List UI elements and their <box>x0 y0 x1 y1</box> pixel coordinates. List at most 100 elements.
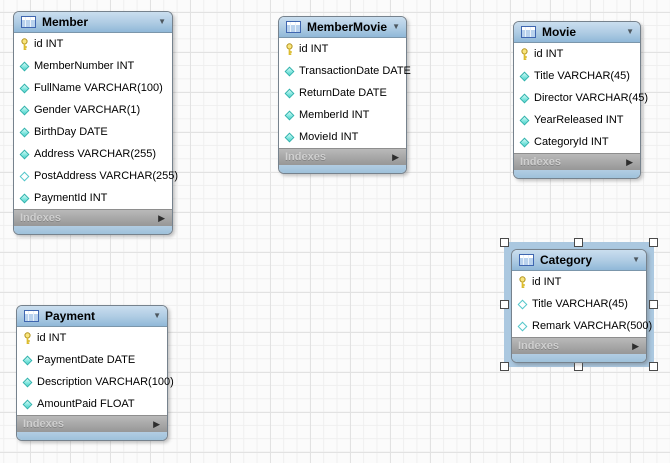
table-member[interactable]: Member ▼ id INT MemberNumber INT FullNam… <box>13 11 178 235</box>
column-row[interactable]: id INT <box>279 38 406 60</box>
table-header-member[interactable]: Member ▼ <box>14 12 172 33</box>
column-row[interactable]: PaymentId INT <box>14 187 172 209</box>
column-row[interactable]: Gender VARCHAR(1) <box>14 99 172 121</box>
collapse-arrow-icon[interactable]: ▼ <box>626 27 634 36</box>
column-label: PaymentDate DATE <box>37 354 136 366</box>
collapse-arrow-icon[interactable]: ▼ <box>158 17 166 26</box>
column-row[interactable]: BirthDay DATE <box>14 121 172 143</box>
collapse-arrow-icon[interactable]: ▼ <box>632 255 640 264</box>
column-label: BirthDay DATE <box>34 126 108 138</box>
table-icon <box>521 26 536 38</box>
selection-handle-nw[interactable] <box>500 238 509 247</box>
column-row[interactable]: MovieId INT <box>279 126 406 148</box>
column-row[interactable]: TransactionDate DATE <box>279 60 411 82</box>
table-category[interactable]: Category ▼ id INT Title VARCHAR(45) Rema… <box>511 249 652 363</box>
table-footer <box>512 354 646 362</box>
table-footer <box>14 226 172 234</box>
expand-arrow-icon[interactable]: ▶ <box>392 151 399 162</box>
selection-handle-sw[interactable] <box>500 362 509 371</box>
column-label: Address VARCHAR(255) <box>34 148 157 160</box>
expand-arrow-icon[interactable]: ▶ <box>632 340 639 351</box>
column-row[interactable]: FullName VARCHAR(100) <box>14 77 172 99</box>
expand-arrow-icon[interactable]: ▶ <box>158 212 165 223</box>
column-row[interactable]: ReturnDate DATE <box>279 82 406 104</box>
column-label: id INT <box>299 43 329 55</box>
column-row[interactable]: Title VARCHAR(45) <box>512 293 646 315</box>
indexes-bar[interactable]: Indexes ▶ <box>514 153 640 170</box>
table-header-category[interactable]: Category ▼ <box>512 250 646 271</box>
column-row[interactable]: Remark VARCHAR(500) <box>512 315 652 337</box>
column-row[interactable]: id INT <box>514 43 640 65</box>
column-label: MovieId INT <box>299 131 359 143</box>
column-label: PostAddress VARCHAR(255) <box>34 170 179 182</box>
column-label: MemberNumber INT <box>34 60 135 72</box>
column-row[interactable]: PaymentDate DATE <box>17 349 167 371</box>
table-movie[interactable]: Movie ▼ id INT Title VARCHAR(45) Directo… <box>513 21 648 179</box>
primary-key-icon <box>21 37 28 50</box>
primary-key-icon <box>286 42 293 55</box>
column-row[interactable]: MemberId INT <box>279 104 406 126</box>
attribute-icon <box>19 61 30 71</box>
column-row[interactable]: PostAddress VARCHAR(255) <box>14 165 178 187</box>
column-row[interactable]: id INT <box>512 271 646 293</box>
indexes-label: Indexes <box>518 340 559 352</box>
attribute-icon <box>22 355 33 365</box>
column-label: Director VARCHAR(45) <box>534 92 649 104</box>
table-membermovie[interactable]: MemberMovie ▼ id INT TransactionDate DAT… <box>278 16 411 174</box>
selection-handle-s[interactable] <box>574 362 583 371</box>
table-header-membermovie[interactable]: MemberMovie ▼ <box>279 17 406 38</box>
attribute-icon <box>519 115 530 125</box>
selection-handle-w[interactable] <box>500 300 509 309</box>
column-label: id INT <box>34 38 64 50</box>
expand-arrow-icon[interactable]: ▶ <box>626 156 633 167</box>
attribute-icon <box>519 137 530 147</box>
attribute-nullable-icon <box>19 171 30 181</box>
table-icon <box>21 16 36 28</box>
indexes-bar[interactable]: Indexes ▶ <box>14 209 172 226</box>
column-label: PaymentId INT <box>34 192 108 204</box>
selection-handle-ne[interactable] <box>649 238 658 247</box>
selection-handle-e[interactable] <box>649 300 658 309</box>
column-row[interactable]: CategoryId INT <box>514 131 640 153</box>
column-row[interactable]: YearReleased INT <box>514 109 640 131</box>
table-header-movie[interactable]: Movie ▼ <box>514 22 640 43</box>
collapse-arrow-icon[interactable]: ▼ <box>153 311 161 320</box>
table-icon <box>286 21 301 33</box>
column-label: Remark VARCHAR(500) <box>532 320 653 332</box>
column-label: Title VARCHAR(45) <box>532 298 628 310</box>
table-title: Member <box>42 15 89 29</box>
column-row[interactable]: Description VARCHAR(100) <box>17 371 174 393</box>
indexes-label: Indexes <box>23 418 64 430</box>
column-row[interactable]: Address VARCHAR(255) <box>14 143 172 165</box>
attribute-icon <box>19 105 30 115</box>
column-row[interactable]: Director VARCHAR(45) <box>514 87 648 109</box>
selection-handle-se[interactable] <box>649 362 658 371</box>
indexes-bar[interactable]: Indexes ▶ <box>279 148 406 165</box>
indexes-bar[interactable]: Indexes ▶ <box>512 337 646 354</box>
table-title: Movie <box>542 25 577 39</box>
attribute-icon <box>284 88 295 98</box>
column-label: MemberId INT <box>299 109 370 121</box>
table-header-payment[interactable]: Payment ▼ <box>17 306 167 327</box>
attribute-icon <box>22 399 33 409</box>
primary-key-icon <box>519 275 526 288</box>
column-row[interactable]: MemberNumber INT <box>14 55 172 77</box>
column-label: Title VARCHAR(45) <box>534 70 630 82</box>
primary-key-icon <box>24 331 31 344</box>
table-title: MemberMovie <box>307 20 388 34</box>
column-row[interactable]: Title VARCHAR(45) <box>514 65 640 87</box>
column-row[interactable]: AmountPaid FLOAT <box>17 393 167 415</box>
expand-arrow-icon[interactable]: ▶ <box>153 418 160 429</box>
table-payment[interactable]: Payment ▼ id INT PaymentDate DATE Descri… <box>16 305 174 441</box>
selection-handle-n[interactable] <box>574 238 583 247</box>
indexes-bar[interactable]: Indexes ▶ <box>17 415 167 432</box>
table-footer <box>17 432 167 440</box>
attribute-icon <box>19 127 30 137</box>
column-label: Gender VARCHAR(1) <box>34 104 141 116</box>
collapse-arrow-icon[interactable]: ▼ <box>392 22 400 31</box>
table-title: Payment <box>45 309 96 323</box>
column-row[interactable]: id INT <box>17 327 167 349</box>
attribute-icon <box>19 149 30 159</box>
column-row[interactable]: id INT <box>14 33 172 55</box>
